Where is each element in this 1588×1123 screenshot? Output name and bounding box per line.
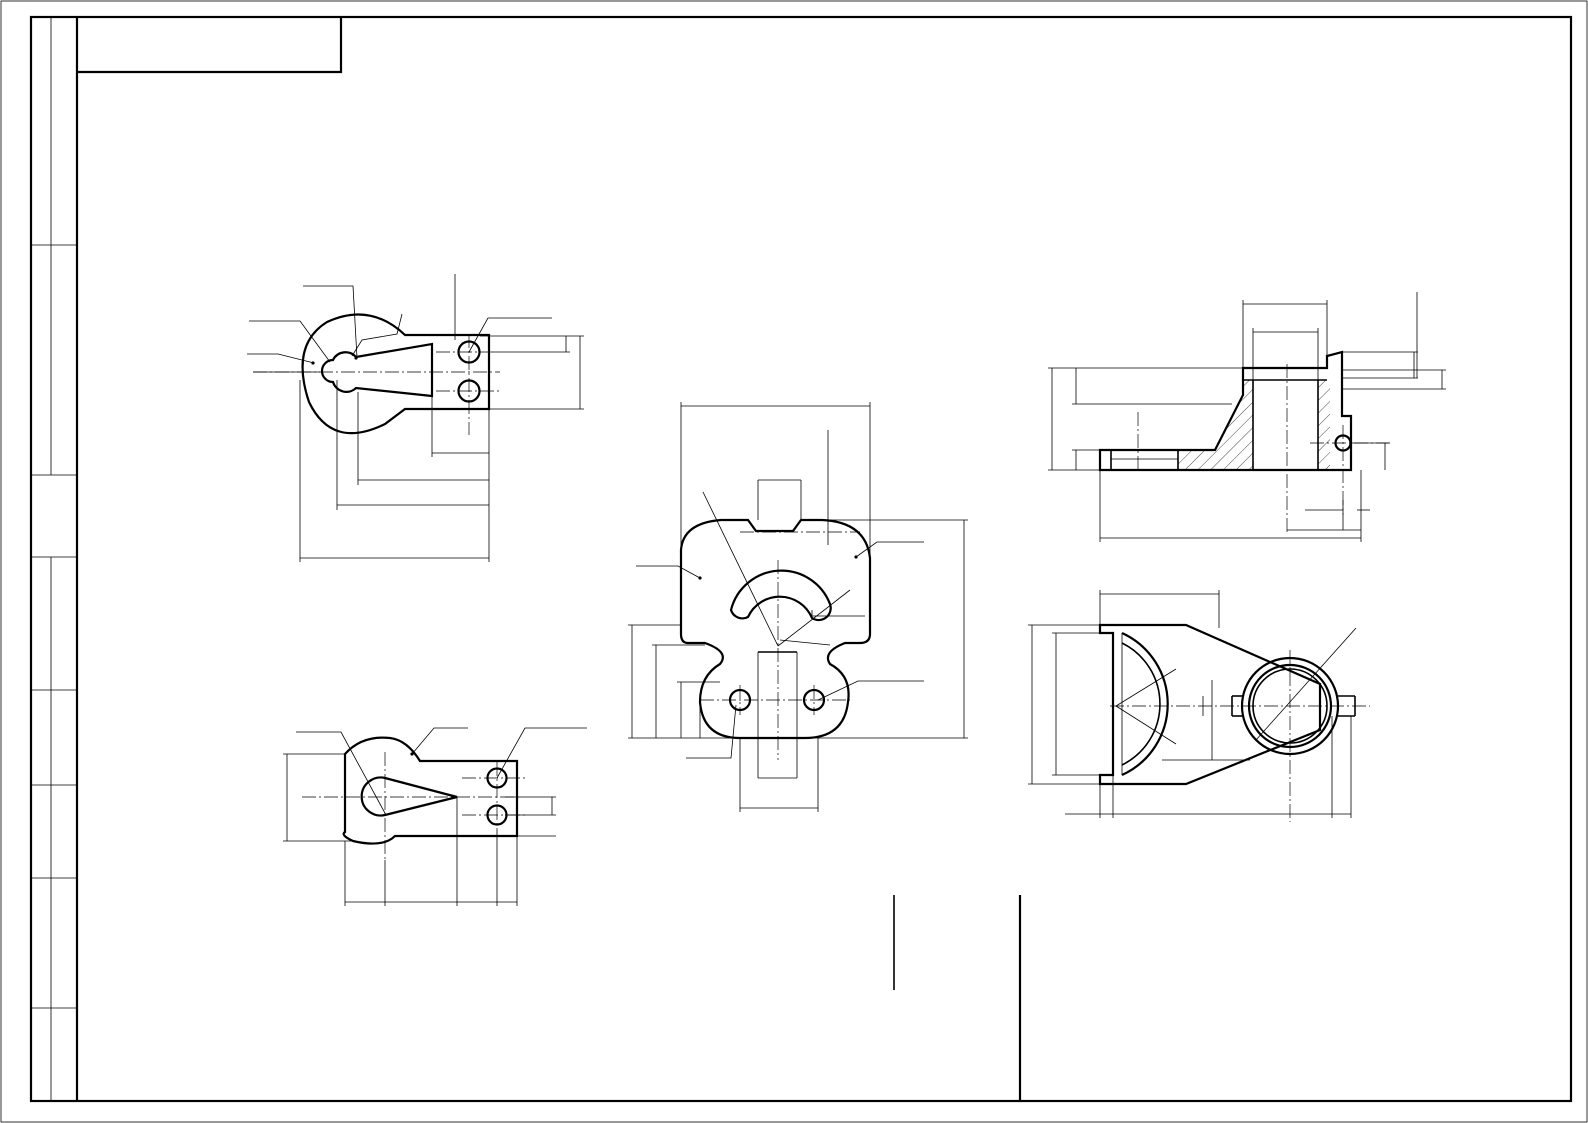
- part-2-front-view: [628, 402, 968, 812]
- title-block-lines: [893, 895, 1022, 1101]
- part-4-top-view: [283, 727, 587, 906]
- part-1-top-view: [247, 274, 584, 562]
- part-3-plan-view: [1028, 590, 1370, 822]
- part-3-section-view: [1048, 292, 1446, 542]
